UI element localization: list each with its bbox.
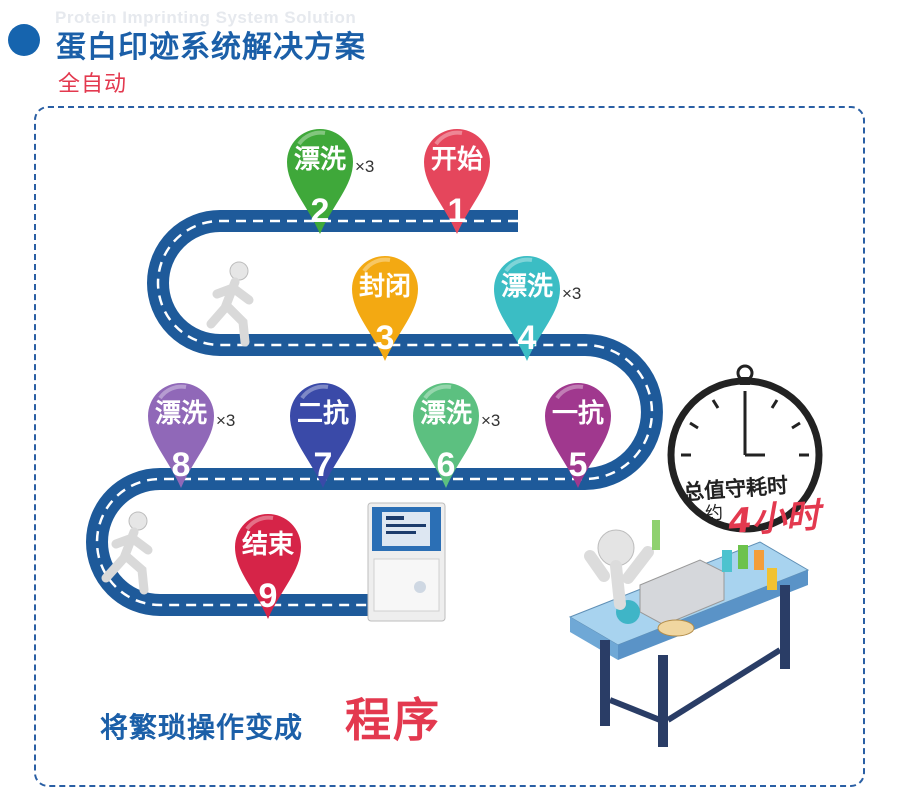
repeat-count: ×3 [562, 284, 582, 303]
step-pin-4: 漂洗 4 [492, 251, 562, 363]
step-number: 8 [171, 446, 191, 484]
repeat-count: ×3 [216, 411, 236, 430]
step-label: 结束 [241, 530, 294, 560]
map-pin-icon [235, 514, 301, 619]
runner-figure-bottom [101, 511, 153, 595]
step-label: 漂洗 [419, 399, 472, 429]
step-pin-3: 封闭 3 [350, 251, 420, 363]
map-pin-icon [413, 383, 479, 488]
content-frame [34, 106, 865, 787]
clock-duration: 4小时 [726, 495, 822, 543]
map-pin-icon [494, 256, 560, 361]
step-pin-6: 漂洗 6 [411, 378, 481, 490]
map-pin-icon [148, 383, 214, 488]
step-number: 9 [258, 577, 278, 615]
map-pin-icon [287, 129, 353, 234]
slogan-text: 将繁琐操作变成 [100, 711, 304, 744]
step-pin-1: 开始 1 [422, 124, 492, 236]
page-title: 蛋白印迹系统解决方案 [56, 30, 366, 65]
step-pin-7: 二抗 7 [288, 378, 358, 490]
step-label: 开始 [430, 145, 483, 175]
step-label: 一抗 [551, 399, 604, 429]
step-label: 漂洗 [500, 272, 553, 302]
page-subtitle: 全自动 [58, 72, 128, 97]
step-label: 漂洗 [293, 145, 346, 175]
step-number: 7 [313, 446, 333, 484]
stopwatch-icon [667, 364, 823, 533]
step-pin-8: 漂洗 8 [146, 378, 216, 490]
step-label: 封闭 [358, 272, 411, 302]
watermark-text: Protein Imprinting System Solution [55, 8, 357, 27]
map-pin-icon [352, 256, 418, 361]
step-number: 6 [436, 446, 456, 484]
runner-figure-top [206, 261, 254, 347]
step-label: 漂洗 [154, 399, 207, 429]
title-bullet-icon [8, 24, 40, 56]
map-pin-icon [545, 383, 611, 488]
step-label: 二抗 [296, 399, 349, 429]
step-number: 1 [447, 192, 467, 230]
step-number: 4 [517, 319, 537, 357]
repeat-count: ×3 [481, 411, 501, 430]
step-pin-9: 结束 9 [233, 509, 303, 621]
instrument-machine [367, 502, 446, 622]
step-number: 3 [375, 319, 395, 357]
step-pin-5: 一抗 5 [543, 378, 613, 490]
lab-bench-illustration [568, 520, 810, 747]
step-pin-2: 漂洗 2 [285, 124, 355, 236]
map-pin-icon [424, 129, 490, 234]
map-pin-icon [290, 383, 356, 488]
clock-prefix: 约 [704, 502, 724, 525]
slogan-highlight: 程序 [345, 693, 441, 747]
step-number: 2 [310, 192, 330, 230]
repeat-count: ×3 [355, 157, 375, 176]
step-number: 5 [568, 446, 588, 484]
